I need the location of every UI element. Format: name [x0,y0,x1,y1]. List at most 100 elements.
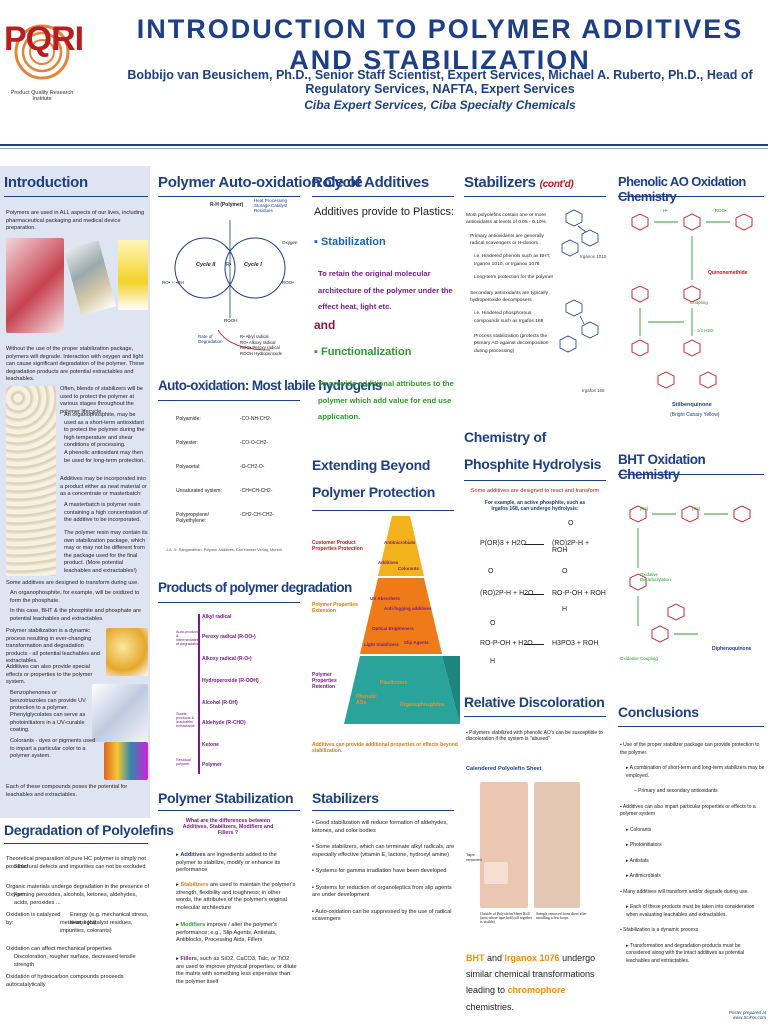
stabcont-item-6: i.e. Hindered phosphorous compounds such… [474,311,544,324]
pyr-mid-1: UV Absorbers [370,596,400,601]
role-and: and [314,318,336,332]
phos-o-1: O [568,520,574,527]
products-heading: Products of polymer degradation [158,580,352,595]
concl-item-7: ▸ Antistats [626,857,649,864]
concl-item-1-text: Use of the proper stabilizer package can… [620,742,760,756]
bht-ox-2: [Ox] [692,506,701,511]
header-divider [0,144,768,146]
ext-label-bot: Polymer Properties Retention [312,672,337,690]
stabcont-item-1: Most polyolefins contain one or more ant… [466,213,546,226]
disc-footer-chromophore: chromophore [507,985,566,996]
labile-formula-1: -CO-NH-CH2- [240,416,272,422]
conclusions-rule [618,726,764,727]
stabcont-item-7: Process stabilization (protects the prim… [474,333,549,354]
intro-p8: Each of these compounds poses the potent… [6,784,128,798]
phen-minus-roo: - ROO• [712,208,727,213]
bht-rule [618,474,764,475]
phenolic-rule [618,196,764,197]
stabilizers-item-4: ▪ Systems for reduction of organoleptics… [312,884,452,899]
concl-item-4-text: Additives can also impart particular pro… [620,803,756,818]
mol-irganox1010: Irganox 1010 [580,254,607,259]
products-left7: Ketone [202,742,219,748]
labile-formula-5: -CH2-CH-CH2- [240,512,274,518]
intro-b7: Benzophenones or benzotriazoles can prov… [10,690,86,712]
concl-item-3-text: Primary and secondary antioxidants [638,788,718,794]
stab-b1: ▸ Additives are ingredients added to the… [176,852,281,874]
phos-arrow-1 [524,544,544,545]
pyr-bot-2: Phenolic AOs [356,694,377,706]
role-intro: Additives provide to Plastics: [314,206,455,218]
phen-minus-h: - H• [660,208,668,213]
concl-item-6: ▸ Photoinitiators [626,842,662,848]
conclusions-heading: Conclusions [618,704,699,720]
sheet-sample-image [534,782,580,908]
logo: PQRI Product Quality Research Institute [4,10,84,110]
degr-l4: Oxidation can affect mechanical properti… [6,946,112,952]
stabilizers-item-3: ▪ Systems for gamma irradiation have bee… [312,868,447,875]
pellets-image [6,386,56,576]
products-left2: Peroxy radical (R-OO•) [202,634,256,640]
role-stab-label: Stabilization [320,236,386,248]
phosphite-heading: Chemistry of Phosphite Hydrolysis [464,429,602,472]
stabilizers-item-1-text: Good stabilization will reduce formation… [312,820,448,834]
intro-b5: An organophosphite, for example, will be… [10,590,140,604]
concl-item-8: ▸ Antimicrobials [626,873,661,879]
stabcont-heading-text: Stabilizers [464,174,536,191]
autox-r: R• [226,262,232,268]
pyr-bot-3: Organophosphites [400,702,445,708]
stab-b1-key: Additives [180,852,206,858]
bht-ox-1: [Ox] [640,506,649,511]
labile-ref: J.A. Jr. Ranganathan: Polymer Additives;… [166,548,283,552]
stabilizers-item-1: ▪ Good stabilization will reduce formati… [312,820,448,834]
pyr-top-2: Additives [378,560,399,565]
autox-cycle1: Cycle I [244,262,262,268]
degr-l3b: metal-ions (catalyst residues, impuritie… [60,920,133,934]
phenolic-mechanism-diagram [631,213,753,389]
concl-item-5: ▸ Colorants [626,826,652,833]
stabilizers-list: ▪ Good stabilization will reduce formati… [312,820,458,924]
introduction-rule [4,196,148,197]
autox-legend-3: ROO• Peroxy radical [240,345,280,351]
header-divider-thin [0,148,768,149]
extending-heading: Extending Beyond Polymer Protection [312,457,435,500]
pyr-mid-4: Light Stabilizers [364,642,399,647]
poster-affiliation: Ciba Expert Services, Ciba Specialty Che… [304,98,576,112]
degr-l3a: Energy (e.g. mechanical stress, heat, li… [70,912,149,926]
concl-item-12-text: Transformation and degradation products … [626,942,745,964]
syringe-image [92,684,148,742]
stabilizers-item-5: ▪ Auto-oxidation can be suppressed by th… [312,908,452,923]
stabilizers-item-2-text: Some stabilizers, which can terminate al… [312,844,455,858]
degradation-heading: Degradation of Polyolefins [4,822,174,838]
phos-eq3-left: RO-P-OH + H2O [480,640,533,647]
concl-item-12: ▸ Transformation and degradation product… [626,942,745,964]
concl-item-3: – Primary and secondary antioxidants [634,788,718,794]
pyr-top-1: Antimicrobials [384,540,416,545]
degr-l2b: Forming peroxides, alcohols, ketones, al… [14,892,137,906]
discoloration-rule [464,716,606,717]
stabcont-rule [464,196,606,197]
ext-label-top: Customer Product Properties Protection [312,540,363,552]
autox-rooh: ROOH [224,318,238,323]
stabilizers-item-3-text: Systems for gamma irradiation have been … [315,868,447,875]
disc-footer-end: chemistries. [466,1001,515,1012]
disc-footer-irganox: Irganox 1076 [504,953,560,963]
phos-eq2-right: RO-P-OH + ROH [552,590,606,597]
labile-name-3: Polyacetal: [176,464,201,470]
phos-h-2: H [490,658,496,665]
mol-irgafos168: Irgafos 168 [582,388,605,393]
products-side1: Auto-products & intermediates of degrada… [176,630,201,646]
tape-mark-image [484,862,508,884]
autox-legend: R• Alkyl radical RO• Alkoxy radical ROO•… [240,334,300,356]
stab-b4-text: , such as SiO2, CaCO3, Talc, or TiO2 are… [176,956,297,985]
phen-quinone: Quinonemethide [708,270,748,276]
degr-l2: Organic materials undergo degradation in… [6,884,150,898]
role-stab: ▪ Stabilization [314,236,386,248]
products-left4: Hydroperoxide (R-OOH) [202,678,259,684]
concl-item-10-text: Each of these products must be taken int… [626,904,755,918]
degr-l1: Theoretical preparation of pure HC polym… [6,856,146,870]
concl-item-9-text: Many additives will transform and/or deg… [623,888,749,895]
extending-rule [312,510,454,511]
pyr-mid-2: Anti-fogging additives [384,606,432,611]
concl-item-11: ▪ Stabilization is a dynamic process [620,927,699,933]
stab-b2-key: Stabilizers [180,882,209,888]
